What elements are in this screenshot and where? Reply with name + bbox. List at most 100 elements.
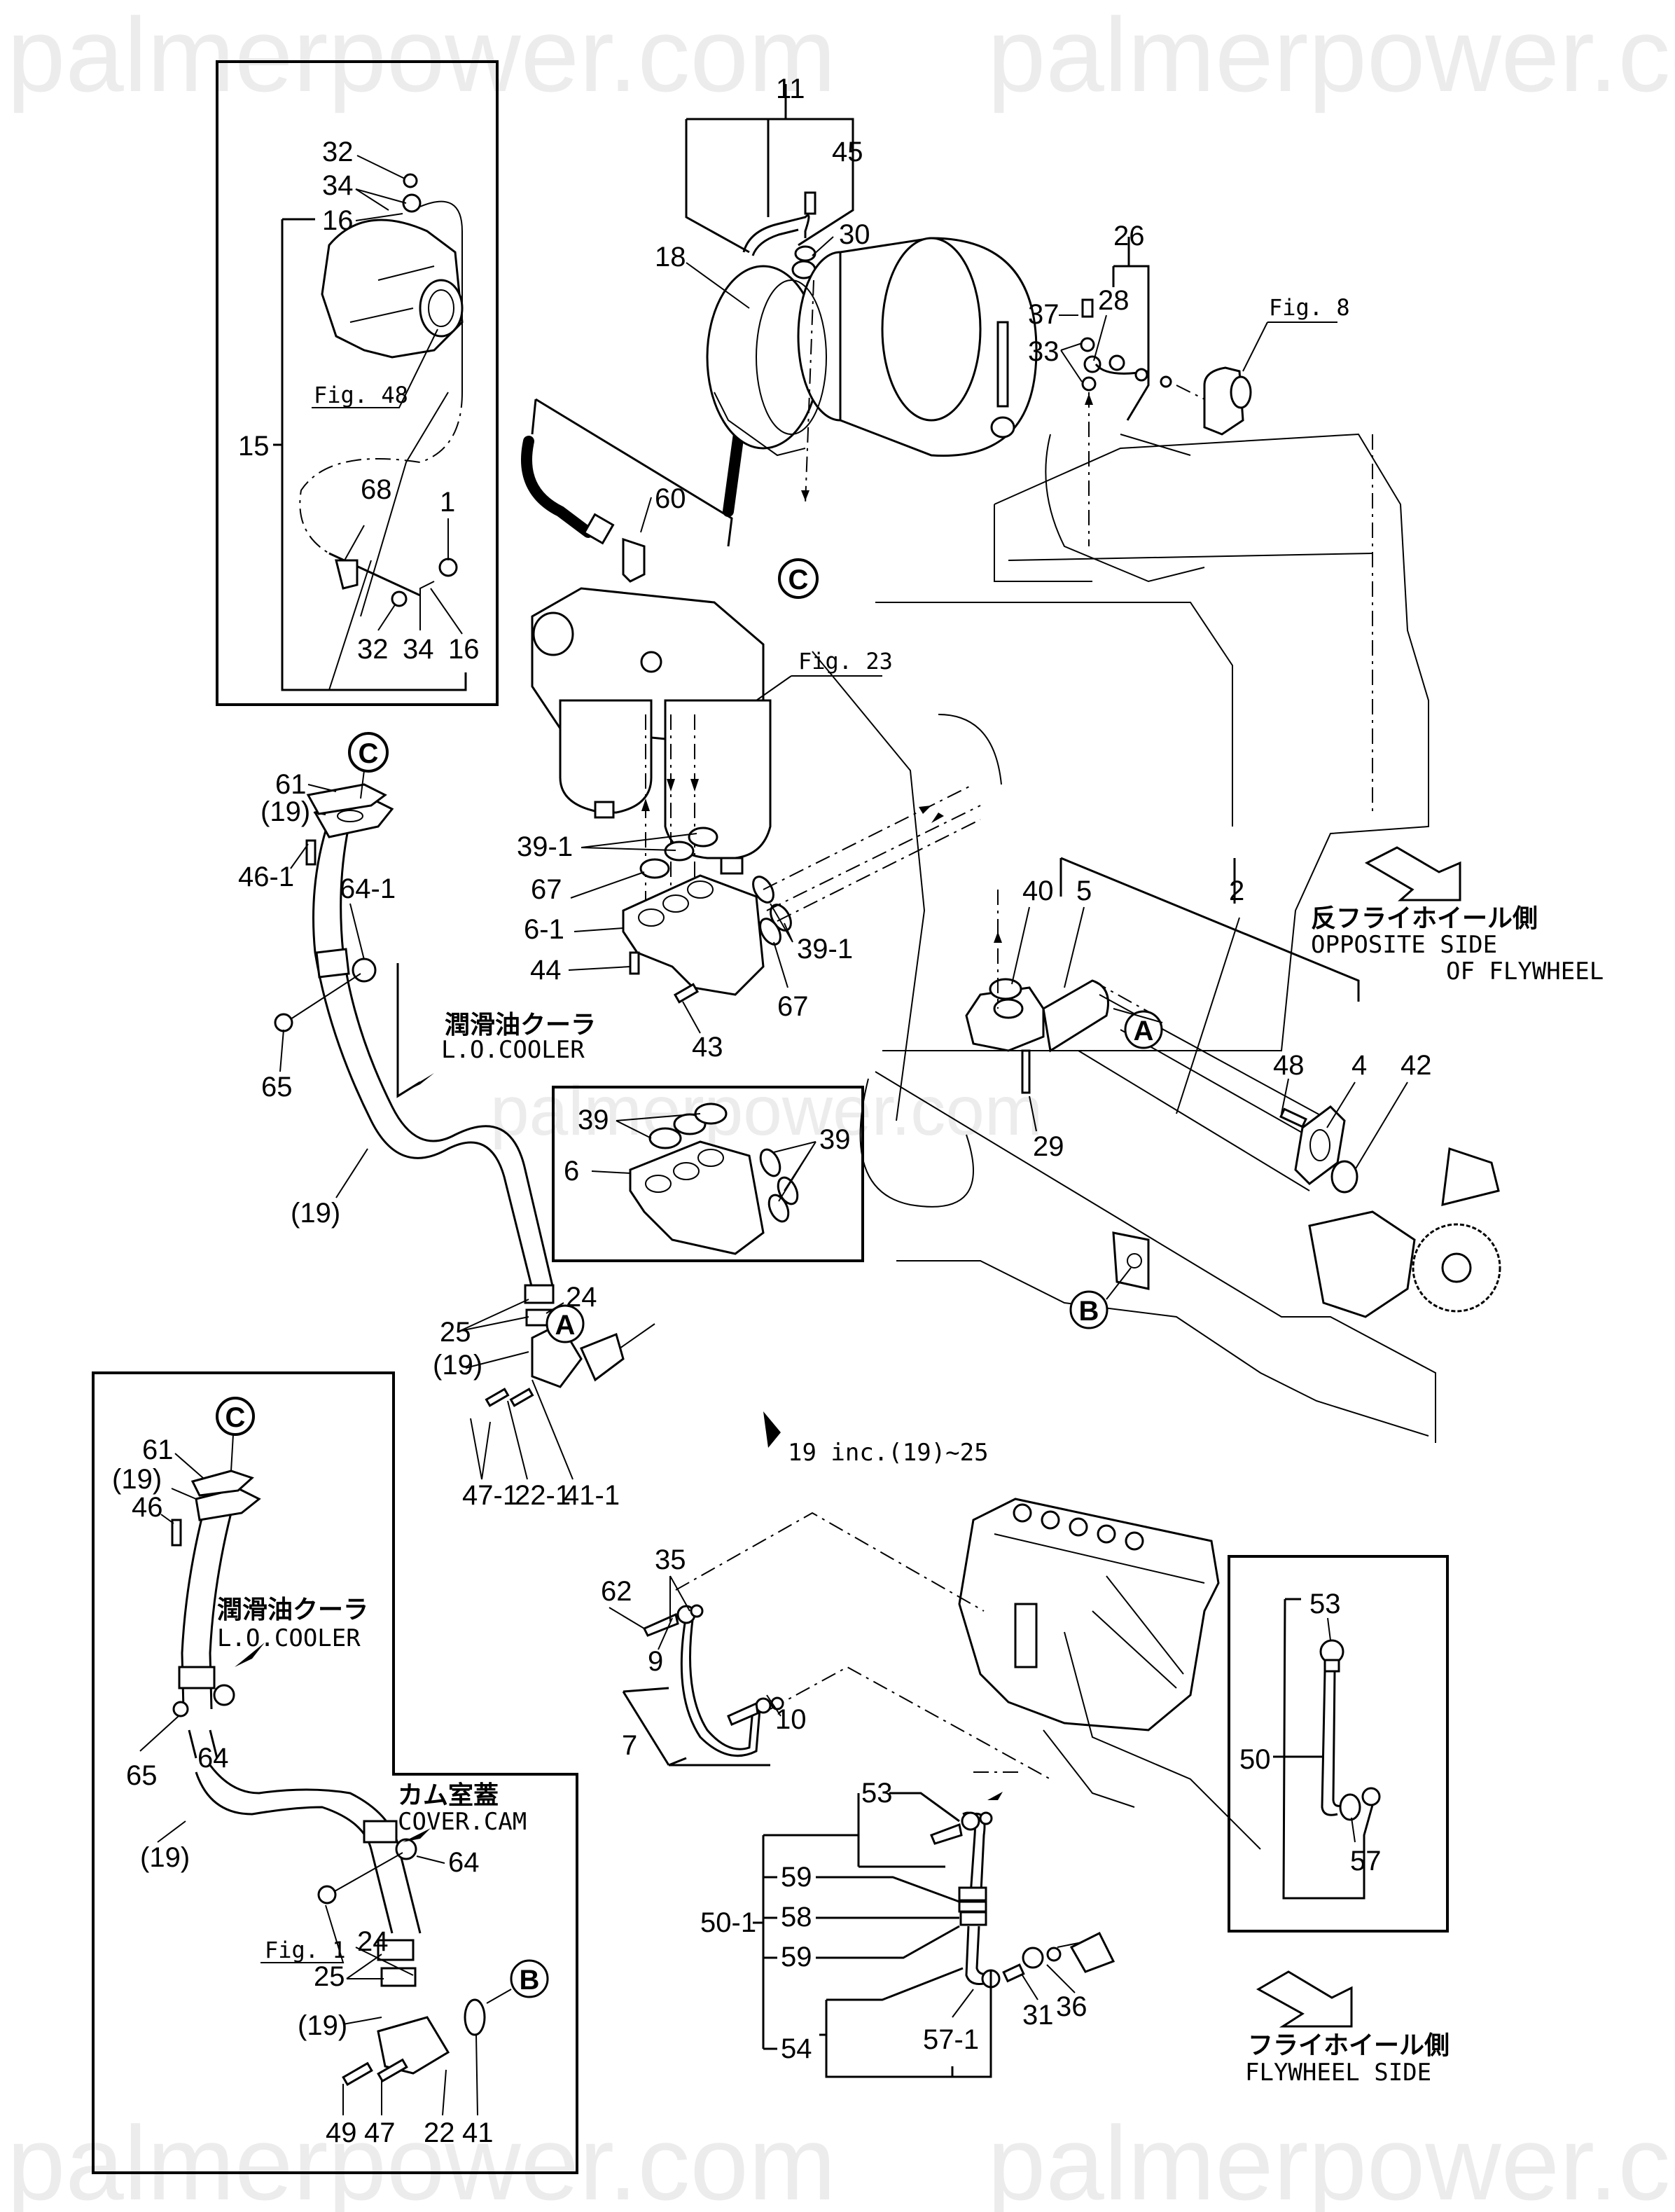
callout-59a: 59	[781, 1862, 812, 1893]
fig-ref-23: Fig. 23	[798, 648, 893, 675]
callout-44: 44	[530, 955, 562, 986]
assembly-note-arrow	[763, 1411, 781, 1448]
callout-50: 50	[1239, 1744, 1271, 1775]
leader-40	[1011, 906, 1030, 985]
lo-cooler-jp-inset: 潤滑油クーラ	[217, 1596, 368, 1624]
callout-57-1: 57-1	[923, 2024, 979, 2055]
callout-18: 18	[655, 242, 686, 272]
marker-c-pipe: C	[348, 732, 389, 799]
callout-36: 36	[1056, 1991, 1087, 2022]
cover-cam-jp: カム室蓋	[398, 1781, 499, 1810]
svg-text:C: C	[225, 1402, 246, 1433]
callout-6-1: 6-1	[524, 914, 564, 945]
callout-19b: (19)	[291, 1198, 340, 1229]
svg-text:C: C	[788, 565, 809, 595]
lo-cooler	[965, 857, 1501, 1318]
watermark-bottom-left: palmerpower.com	[7, 2104, 836, 2212]
leader-65	[279, 1029, 284, 1072]
lo-cooler-pointer-inset	[235, 1643, 265, 1667]
leader-67	[570, 871, 645, 899]
callout-19-inset-b: (19)	[140, 1842, 190, 1873]
fig1-leader	[260, 1905, 345, 1963]
callout-61: 61	[275, 769, 307, 800]
leader-47-1	[470, 1418, 491, 1480]
callout-2: 2	[1229, 876, 1244, 906]
callout-57: 57	[1350, 1846, 1382, 1876]
leader-24-inset	[355, 1947, 414, 1976]
opposite-side-en-2: OF FLYWHEEL	[1446, 958, 1604, 986]
leader-61	[307, 784, 337, 792]
callout-16b: 16	[448, 634, 480, 665]
callout-40: 40	[1022, 876, 1054, 906]
leader-19-inset-a	[171, 1488, 197, 1500]
leader-5	[1064, 906, 1085, 988]
marker-c-turbo: C	[778, 558, 819, 599]
callout-47: 47	[364, 2117, 396, 2148]
cover-cam-pointer	[403, 1828, 431, 1842]
callout-41-1: 41-1	[564, 1480, 620, 1511]
leader-19-inset-c	[342, 2017, 382, 2025]
svg-text:B: B	[520, 1965, 540, 1996]
callout-67b: 67	[777, 991, 809, 1022]
callout-22: 22	[424, 2117, 455, 2148]
callout-39-inset: 39	[578, 1105, 609, 1135]
main-oil-pipe	[274, 783, 655, 1407]
turbocharger	[521, 84, 1038, 583]
callout-65: 65	[261, 1072, 293, 1102]
callout-16: 16	[322, 205, 354, 236]
callout-28: 28	[1098, 285, 1130, 316]
inset-box-pipe-50	[1228, 1555, 1449, 1933]
callout-49: 49	[326, 2117, 357, 2148]
cover-cam-en: COVER.CAM	[398, 1808, 527, 1836]
callout-29: 29	[1033, 1131, 1064, 1162]
lo-cooler-pointer-main	[396, 963, 434, 1098]
leader-44	[568, 966, 631, 971]
leader-48	[1281, 1078, 1289, 1114]
leader-19c	[465, 1351, 529, 1369]
callout-34: 34	[322, 170, 354, 201]
leader-19a	[313, 812, 326, 815]
callout-59b: 59	[781, 1942, 812, 1972]
callout-68: 68	[361, 474, 392, 505]
leader-35	[669, 1575, 690, 1622]
marker-a-cooler: A	[1113, 1008, 1163, 1049]
marker-b-cooler: B	[1069, 1267, 1132, 1329]
callout-19-inset-c: (19)	[298, 2010, 347, 2041]
callout-58: 58	[781, 1902, 812, 1933]
callout-60: 60	[655, 483, 686, 514]
callout-42: 42	[1401, 1050, 1432, 1081]
lo-cooler-jp-main: 潤滑油クーラ	[445, 1011, 596, 1039]
callout-34b: 34	[403, 634, 434, 665]
callout-43: 43	[692, 1032, 723, 1063]
callout-15: 15	[238, 431, 270, 462]
callout-1: 1	[440, 487, 455, 518]
leader-64-inset-b	[416, 1855, 445, 1864]
callout-32b: 32	[357, 634, 389, 665]
leader-30	[812, 236, 834, 256]
marker-b-inset: B	[510, 1959, 549, 1998]
leader-67b	[773, 941, 788, 988]
leader-22-1	[507, 1400, 528, 1480]
leader-42	[1354, 1081, 1408, 1170]
svg-text:A: A	[555, 1310, 576, 1341]
leader-29	[1029, 1095, 1037, 1132]
callout-19a: (19)	[260, 796, 310, 827]
lo-cooler-en-inset: L.O.COOLER	[217, 1624, 361, 1652]
callout-10: 10	[775, 1704, 807, 1735]
leader-62	[609, 1607, 645, 1629]
callout-48: 48	[1273, 1050, 1305, 1081]
leader-19-inset-b	[157, 1820, 186, 1843]
callout-46-1: 46-1	[238, 862, 294, 892]
leader-46-inset	[160, 1514, 174, 1524]
watermark-bottom-right: palmerpower.com	[987, 2104, 1675, 2212]
callout-25-inset: 25	[314, 1961, 345, 1992]
callout-19-inset-a: (19)	[112, 1464, 162, 1495]
watermark-top-left: palmerpower.com	[7, 0, 836, 113]
inset-box-oil-pump	[216, 60, 499, 706]
callout-37: 37	[1028, 299, 1059, 330]
opposite-side-jp: 反フライホイール側	[1311, 904, 1538, 933]
leader-18	[686, 262, 750, 309]
leader-33	[1060, 343, 1083, 382]
callout-9: 9	[648, 1646, 663, 1677]
